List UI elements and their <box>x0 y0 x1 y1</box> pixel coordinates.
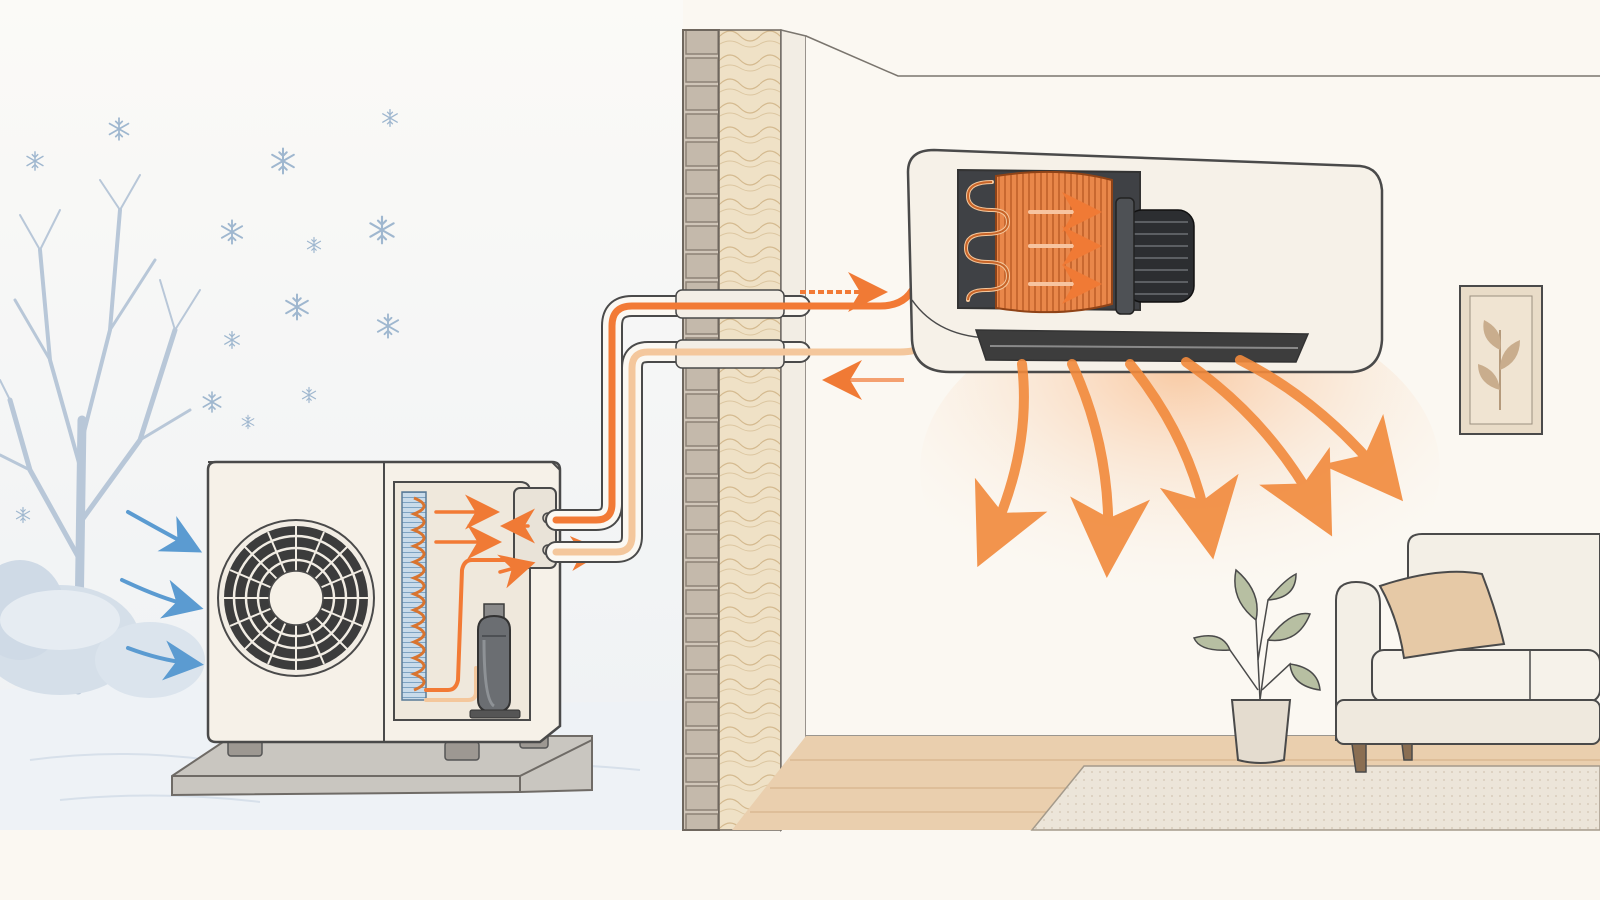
bare-tree <box>0 174 201 695</box>
warm-air-glow <box>920 300 1440 640</box>
cold-air-arrow <box>120 578 204 619</box>
cold-air-arrows <box>120 510 204 681</box>
warm-air-arrows <box>974 355 1404 578</box>
outdoor-unit <box>171 460 606 797</box>
warm-air-arrow <box>1235 355 1404 502</box>
sofa <box>1335 533 1600 773</box>
warm-air-arrow <box>1125 359 1239 560</box>
indoor-coil <box>995 170 1113 314</box>
warm-air-arrow <box>1181 357 1333 537</box>
warm-air-arrow <box>974 359 1048 568</box>
cold-air-arrow <box>126 640 204 681</box>
warm-air-arrow <box>1067 359 1150 578</box>
indoor-unit <box>906 148 1384 374</box>
rug <box>1030 765 1600 831</box>
wall-section <box>682 29 782 831</box>
fan-icon <box>217 519 375 677</box>
cold-air-arrow <box>126 510 203 553</box>
heat-flow-arrow <box>497 554 536 589</box>
blower-icon <box>1115 197 1195 315</box>
compressor-icon <box>469 603 521 719</box>
plant-icon <box>1192 568 1321 764</box>
leaf-picture-icon <box>1459 285 1543 435</box>
cushion <box>1378 570 1506 660</box>
